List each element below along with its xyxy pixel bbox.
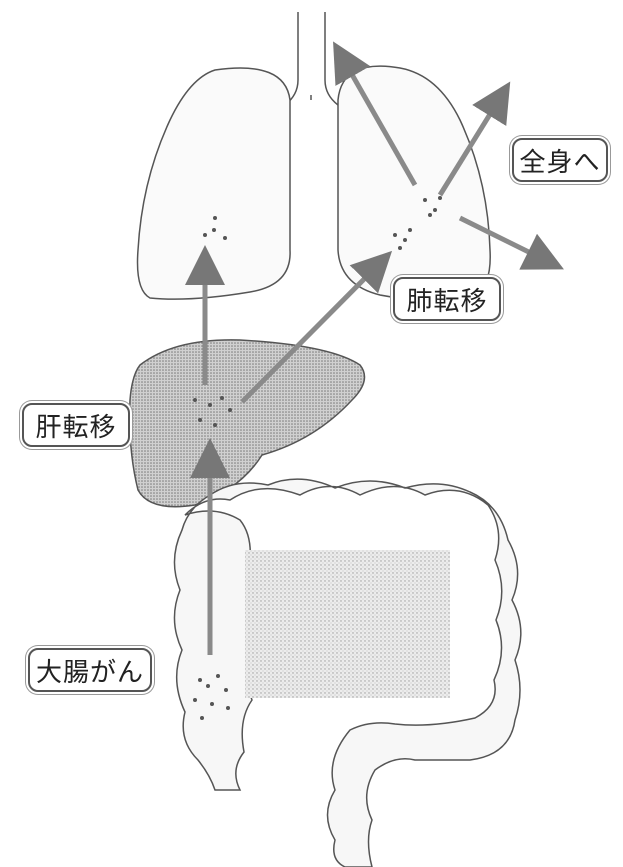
liver [130, 340, 365, 507]
label-colon-cancer-text: 大腸がん [36, 652, 144, 689]
label-lung-metastasis-text: 肺転移 [406, 281, 487, 318]
label-lung-metastasis: 肺転移 [393, 277, 501, 321]
colon-interior [245, 550, 450, 698]
label-whole-body-text: 全身へ [519, 142, 600, 179]
left-lung [138, 68, 291, 299]
label-liver-metastasis-text: 肝転移 [35, 407, 116, 444]
label-whole-body: 全身へ [512, 138, 608, 182]
label-colon-cancer: 大腸がん [28, 648, 152, 692]
label-liver-metastasis: 肝転移 [22, 403, 130, 447]
